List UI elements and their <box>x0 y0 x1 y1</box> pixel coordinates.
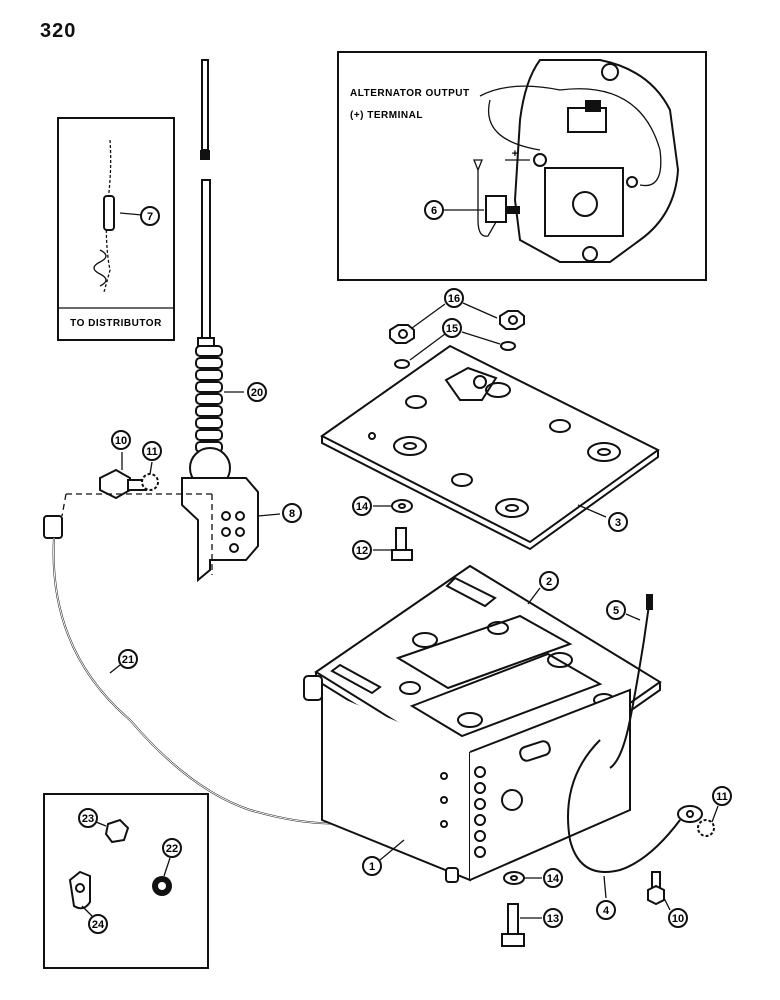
callout-6 <box>424 200 444 220</box>
svg-text:20: 20 <box>251 387 263 399</box>
callout-11a <box>142 441 162 461</box>
svg-text:16: 16 <box>448 293 460 305</box>
svg-text:10: 10 <box>672 913 684 925</box>
cable-connector <box>43 515 63 539</box>
screw-and-washer-upper: 14 12 <box>352 496 413 561</box>
callout-4 <box>596 900 616 920</box>
svg-text:5: 5 <box>613 605 619 617</box>
inset-distributor: 7 TO DISTRIBUTOR <box>57 117 175 341</box>
svg-text:23: 23 <box>82 813 94 825</box>
bolt-and-washer-upper: 10 11 <box>99 430 162 500</box>
callout-5 <box>606 600 626 620</box>
inset-distributor-label: TO DISTRIBUTOR <box>70 318 162 329</box>
svg-text:7: 7 <box>147 211 153 223</box>
output-wire <box>479 85 662 187</box>
antenna-cable: 21 <box>43 493 368 825</box>
radio-connectors <box>474 766 486 858</box>
page-number: 320 <box>40 20 77 42</box>
svg-text:10: 10 <box>115 435 127 447</box>
callout-11b <box>712 786 732 806</box>
svg-text:1: 1 <box>369 861 375 873</box>
callout-14b <box>543 868 563 888</box>
svg-text:21: 21 <box>122 654 134 666</box>
antenna-bracket: 8 <box>181 477 302 583</box>
callout-16 <box>444 288 464 308</box>
pigtail-wire <box>477 170 497 237</box>
power-lead: 5 <box>606 594 653 769</box>
svg-text:11: 11 <box>716 791 728 803</box>
connector-6 <box>485 195 507 223</box>
antenna: 20 <box>189 59 267 489</box>
svg-text:2: 2 <box>546 576 552 588</box>
radio-knob <box>303 675 323 701</box>
radio-unit: 1 2 <box>303 564 662 883</box>
callout-13 <box>543 908 563 928</box>
mounting-plate: 3 <box>320 344 660 551</box>
inset-alternator: ALTERNATOR OUTPUT (+) TERMINAL + 6 <box>337 51 707 281</box>
ground-strap: 4 <box>567 739 703 920</box>
callout-12 <box>352 540 372 560</box>
callout-20 <box>247 382 267 402</box>
svg-text:3: 3 <box>615 517 621 529</box>
callout-21 <box>118 649 138 669</box>
callout-8 <box>282 503 302 523</box>
svg-text:15: 15 <box>446 323 458 335</box>
svg-text:22: 22 <box>166 843 178 855</box>
regulator <box>544 167 624 237</box>
callout-15 <box>442 318 462 338</box>
svg-text:24: 24 <box>92 919 105 931</box>
antenna-spring <box>195 345 223 453</box>
fuse-holder-7 <box>103 195 115 231</box>
plus-sign: + <box>512 148 518 160</box>
svg-text:14: 14 <box>356 501 369 513</box>
callout-14a <box>352 496 372 516</box>
svg-text:13: 13 <box>547 913 559 925</box>
terminal-label: (+) TERMINAL <box>350 110 423 121</box>
callout-23 <box>78 808 98 828</box>
antenna-mast <box>201 179 211 341</box>
bolt-and-washer-bottom: 14 13 <box>501 868 563 947</box>
wire-knot <box>93 249 107 287</box>
nuts-and-washers: 16 15 <box>389 288 525 369</box>
alternator-body <box>513 59 680 263</box>
callout-10a <box>111 430 131 450</box>
alternator-label: ALTERNATOR OUTPUT <box>350 88 470 99</box>
callout-2 <box>539 571 559 591</box>
callout-3 <box>608 512 628 532</box>
svg-text:6: 6 <box>431 205 437 217</box>
callout-1 <box>362 856 382 876</box>
bolt-and-washer-lower: 11 10 <box>647 786 732 928</box>
callout-24 <box>88 914 108 934</box>
clip-23 <box>104 818 130 844</box>
svg-text:12: 12 <box>356 545 368 557</box>
svg-text:14: 14 <box>547 873 560 885</box>
callout-7 <box>140 206 160 226</box>
inset-hardware: 23 24 22 <box>43 793 209 969</box>
svg-text:11: 11 <box>146 446 158 458</box>
callout-10b <box>668 908 688 928</box>
svg-text:8: 8 <box>289 508 295 520</box>
wire-to-distributor <box>103 139 112 293</box>
callout-22 <box>162 838 182 858</box>
clamp-24 <box>68 870 91 910</box>
svg-text:4: 4 <box>603 905 610 917</box>
inline-fuse <box>519 740 551 762</box>
